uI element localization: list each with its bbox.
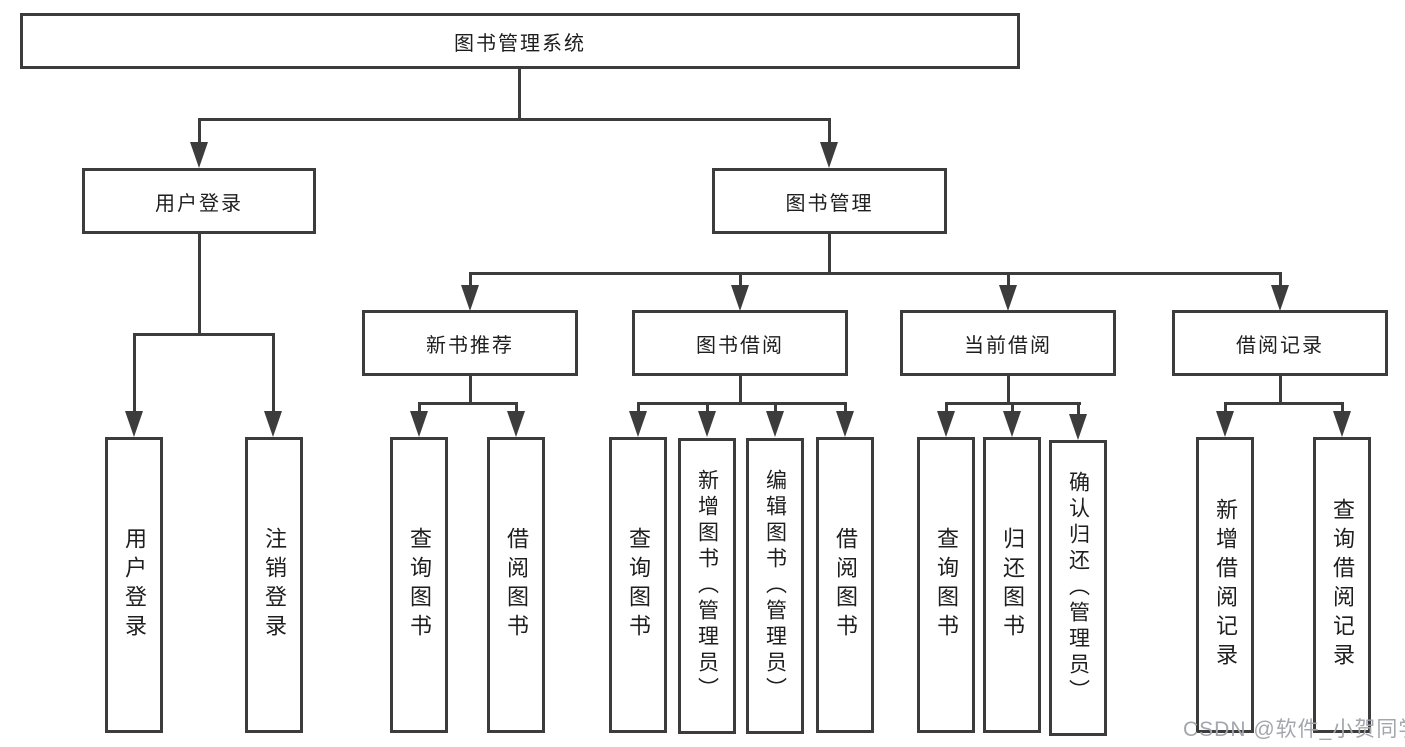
connector-root-bar	[198, 118, 830, 121]
connector-stem	[774, 402, 777, 414]
node-new-book-recommend: 新书推荐	[362, 310, 578, 376]
csdn-watermark: CSDN @软件_小贺同学	[1183, 718, 1405, 741]
arrowhead-down-icon	[410, 411, 428, 437]
arrowhead-down-icon	[264, 411, 282, 437]
leaf-confirm-return-admin: 确认归还（管理员）	[1049, 440, 1107, 736]
leaf-user-login: 用户登录	[105, 437, 163, 733]
leaf-borrow-books: 借阅图书	[816, 437, 874, 733]
arrowhead-down-icon	[1003, 411, 1021, 437]
connector-stem	[1007, 272, 1010, 288]
arrowhead-down-icon	[125, 411, 143, 437]
connector-stem	[945, 402, 948, 414]
arrowhead-down-icon	[1271, 285, 1289, 311]
connector-stem	[418, 402, 421, 414]
arrowhead-down-icon	[698, 411, 716, 437]
leaf-query-borrow-record: 查询借阅记录	[1313, 437, 1371, 733]
arrowhead-down-icon	[507, 411, 525, 437]
arrowhead-down-icon	[836, 411, 854, 437]
connector-stem	[198, 234, 201, 336]
connector-stem	[1279, 272, 1282, 288]
arrowhead-down-icon	[820, 142, 838, 168]
connector-stem	[1077, 402, 1080, 414]
connector-stem	[469, 374, 472, 405]
connector-stem	[198, 118, 201, 144]
leaf-add-borrow-record: 新增借阅记录	[1196, 437, 1254, 733]
leaf-return-books: 归还图书	[983, 437, 1041, 733]
connector-stem	[828, 118, 831, 144]
leaf-borrow-books-recommend: 借阅图书	[487, 437, 545, 733]
leaf-logout: 注销登录	[245, 437, 303, 733]
connector-stem	[844, 402, 847, 414]
connector-stem	[469, 272, 472, 288]
arrowhead-down-icon	[190, 142, 208, 168]
arrowhead-down-icon	[999, 285, 1017, 311]
connector-stem	[637, 402, 640, 414]
node-user-login: 用户登录	[82, 168, 316, 234]
connector-bar	[637, 402, 847, 405]
connector-bar	[418, 402, 518, 405]
connector-stem	[828, 234, 831, 275]
leaf-add-books-admin: 新增图书（管理员）	[678, 438, 736, 734]
arrowhead-down-icon	[461, 285, 479, 311]
arrowhead-down-icon	[1333, 411, 1351, 437]
arrowhead-down-icon	[1069, 414, 1087, 440]
leaf-edit-books-admin: 编辑图书（管理员）	[746, 438, 804, 734]
connector-stem	[739, 272, 742, 288]
node-book-borrow: 图书借阅	[632, 310, 848, 376]
connector-stem	[272, 333, 275, 414]
leaf-query-books-borrow: 查询图书	[609, 437, 667, 733]
connector-bar	[133, 333, 275, 336]
connector-stem	[1341, 402, 1344, 414]
connector-stem	[1011, 402, 1014, 414]
connector-stem	[706, 402, 709, 414]
leaf-query-books-current: 查询图书	[917, 437, 975, 733]
arrowhead-down-icon	[731, 285, 749, 311]
arrowhead-down-icon	[937, 411, 955, 437]
arrowhead-down-icon	[766, 411, 784, 437]
connector-bar	[1224, 402, 1344, 405]
connector-stem	[133, 333, 136, 414]
connector-bar	[469, 272, 1282, 275]
node-book-management: 图书管理	[712, 168, 947, 234]
node-current-borrow: 当前借阅	[900, 310, 1116, 376]
arrowhead-down-icon	[629, 411, 647, 437]
connector-root-stem	[518, 68, 521, 120]
arrowhead-down-icon	[1216, 411, 1234, 437]
node-root-library-system: 图书管理系统	[20, 13, 1020, 69]
connector-stem	[739, 374, 742, 405]
connector-stem	[1007, 374, 1010, 405]
connector-stem	[1224, 402, 1227, 414]
connector-stem	[1279, 374, 1282, 405]
node-borrow-records: 借阅记录	[1172, 310, 1388, 376]
connector-stem	[515, 402, 518, 414]
leaf-query-books-recommend: 查询图书	[390, 437, 448, 733]
